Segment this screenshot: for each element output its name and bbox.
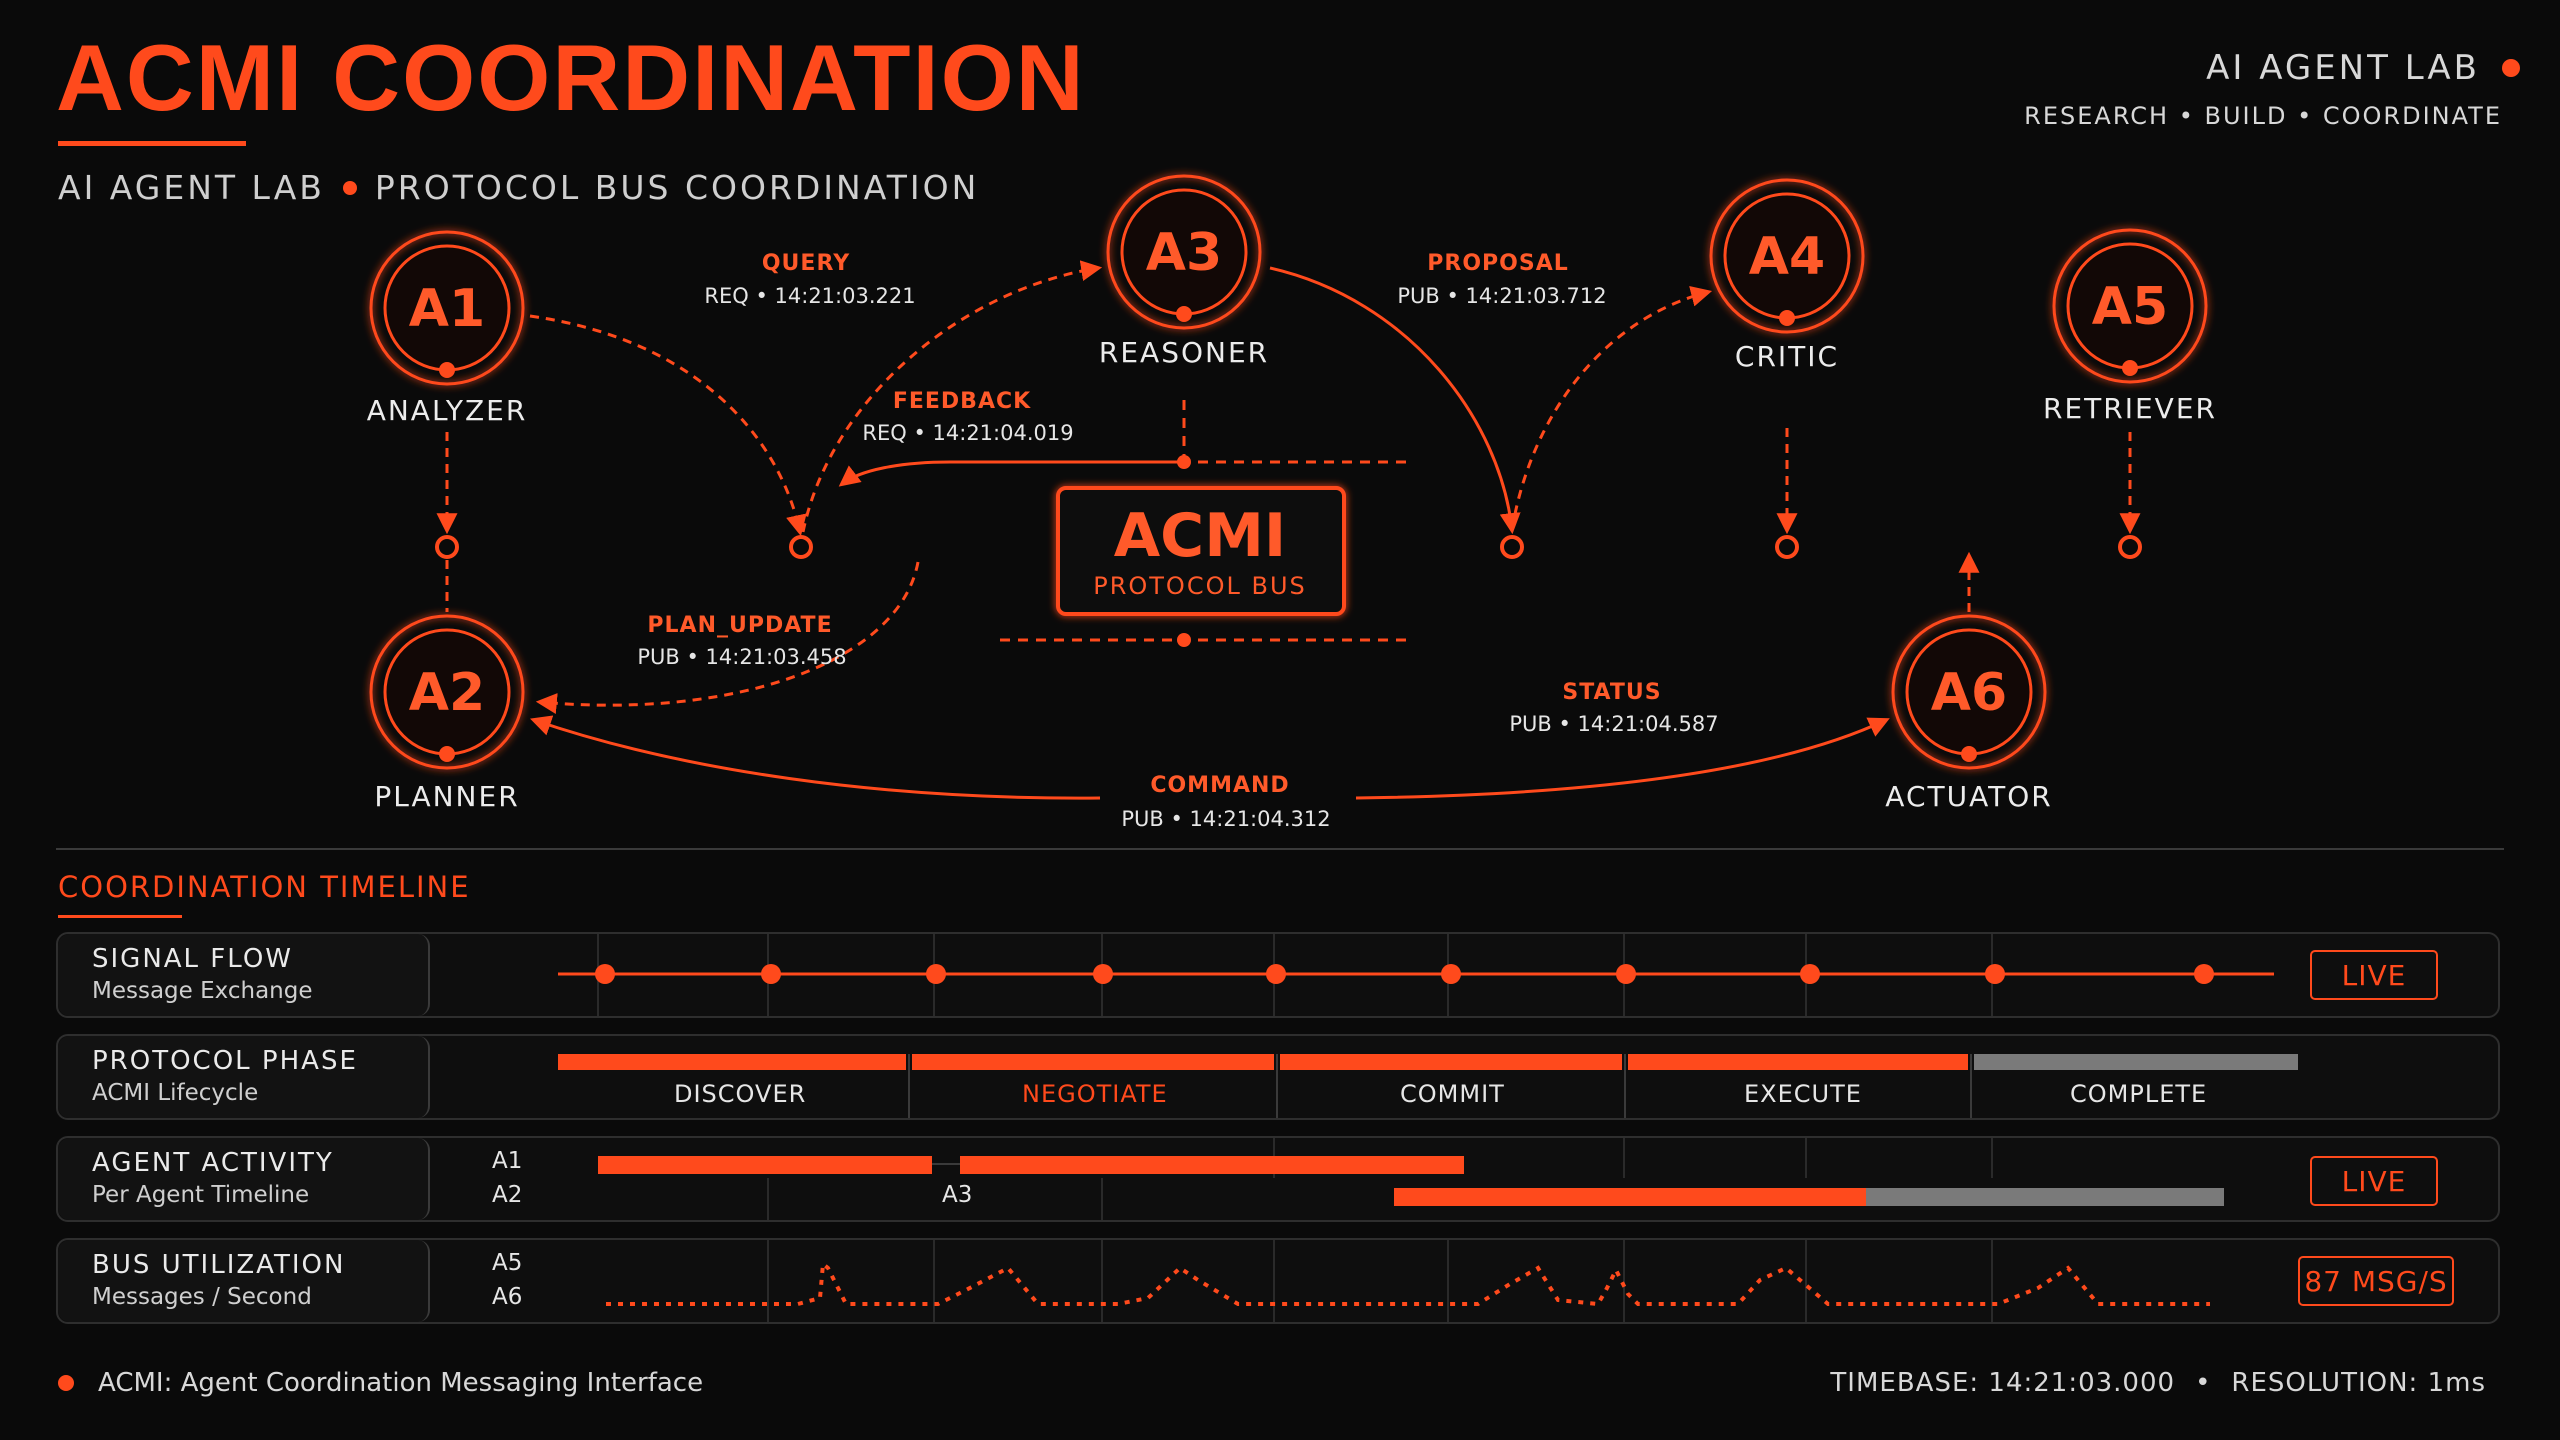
subtitle-left: AI AGENT LAB (58, 168, 325, 207)
msg-query-type: QUERY (762, 251, 850, 276)
agent-id-a6: A6 (1931, 663, 2007, 723)
row-name: BUS UTILIZATION (92, 1250, 346, 1280)
row-name: AGENT ACTIVITY (92, 1148, 334, 1178)
row-protocol-phase: PROTOCOL PHASE ACMI Lifecycle DISCOVER N… (56, 1034, 2500, 1120)
row-label-bus-utilization: BUS UTILIZATION Messages / Second (58, 1240, 430, 1322)
bus-box (1056, 486, 1346, 616)
bus-subtitle: PROTOCOL BUS (1093, 572, 1307, 600)
agent-id-a2: A2 (409, 663, 485, 723)
agent-id-a3: A3 (1146, 223, 1222, 283)
agent-name-a4: CRITIC (1735, 340, 1839, 373)
msg-feedback-detail: REQ • 14:21:04.019 (862, 421, 1073, 445)
protocol-phase-track (558, 1054, 2298, 1118)
rate-badge: 87 MSG/S (2298, 1256, 2454, 1306)
phase-labels: DISCOVER NEGOTIATE COMMIT EXECUTE COMPLE… (58, 1080, 2498, 1110)
row-name: PROTOCOL PHASE (92, 1046, 358, 1076)
msg-status-type: STATUS (1562, 680, 1661, 705)
bullet-dot-icon (342, 180, 357, 195)
row-signal-flow: SIGNAL FLOW Message Exchange LIVE (56, 932, 2500, 1018)
row-desc: Per Agent Timeline (92, 1182, 310, 1208)
phase-complete: COMPLETE (2070, 1080, 2208, 1108)
brand-dot-icon (2502, 59, 2520, 77)
util-label-a6: A6 (492, 1284, 523, 1310)
brand: AI AGENT LAB (2206, 48, 2520, 88)
brand-label: AI AGENT LAB (2206, 48, 2480, 88)
agent-A2[interactable]: A2 PLANNER (369, 614, 525, 813)
agent-connectors (436, 428, 2141, 612)
row-bus-utilization: BUS UTILIZATION Messages / Second A5 A6 … (56, 1238, 2500, 1324)
agent-name-a3: REASONER (1099, 336, 1269, 369)
agent-A1[interactable]: A1 ANALYZER (367, 230, 528, 427)
subtitle: AI AGENT LAB PROTOCOL BUS COORDINATION (58, 168, 979, 207)
bus-junctions (435, 535, 2142, 559)
message-labels: QUERY REQ • 14:21:03.221 FEEDBACK REQ • … (637, 251, 1718, 831)
footer-meta: TIMEBASE: 14:21:03.000 • RESOLUTION: 1ms (1830, 1368, 2486, 1398)
phase-negotiate: NEGOTIATE (1022, 1080, 1168, 1108)
msg-command-type: COMMAND (1150, 773, 1289, 798)
timeline-title: COORDINATION TIMELINE (58, 870, 471, 904)
agent-id-a4: A4 (1749, 227, 1825, 287)
msg-plan-update-type: PLAN_UPDATE (647, 613, 832, 638)
agent-A6[interactable]: A6 ACTUATOR (1885, 614, 2052, 813)
live-badge: LIVE (2310, 1156, 2438, 1206)
bus-title: ACMI (1114, 501, 1287, 571)
msg-proposal-type: PROPOSAL (1427, 251, 1568, 276)
activity-label-a1: A1 (492, 1148, 523, 1174)
agent-id-a5: A5 (2092, 277, 2168, 337)
row-label-protocol-phase: PROTOCOL PHASE ACMI Lifecycle (58, 1036, 430, 1118)
section-divider (56, 848, 2504, 850)
row-name: SIGNAL FLOW (92, 944, 293, 974)
phase-execute: EXECUTE (1744, 1080, 1862, 1108)
footer-dot-icon (58, 1375, 74, 1391)
row-label-agent-activity: AGENT ACTIVITY Per Agent Timeline (58, 1138, 430, 1220)
page-title: ACMI COORDINATION (56, 25, 1086, 130)
footer-definition-text: ACMI: Agent Coordination Messaging Inter… (98, 1368, 704, 1398)
bus-dashes (1000, 400, 1410, 642)
row-desc: ACMI Lifecycle (92, 1080, 259, 1106)
footer-resolution: RESOLUTION: 1ms (2231, 1368, 2486, 1398)
activity-label-a3: A3 (942, 1182, 973, 1208)
agent-activity-track (598, 1138, 2224, 1220)
phase-discover: DISCOVER (674, 1080, 807, 1108)
signal-flow-track (558, 934, 2274, 1016)
agent-name-a6: ACTUATOR (1885, 780, 2052, 813)
row-desc: Messages / Second (92, 1284, 312, 1310)
msg-status-detail: PUB • 14:21:04.587 (1509, 712, 1718, 736)
msg-command-detail: PUB • 14:21:04.312 (1121, 807, 1330, 831)
agent-name-a1: ANALYZER (367, 394, 528, 427)
footer-definition: ACMI: Agent Coordination Messaging Inter… (58, 1368, 703, 1398)
agent-name-a2: PLANNER (374, 780, 519, 813)
msg-query-detail: REQ • 14:21:03.221 (704, 284, 915, 308)
msg-feedback-type: FEEDBACK (893, 389, 1031, 414)
msg-plan-update-detail: PUB • 14:21:03.458 (637, 645, 846, 669)
footer-timebase: TIMEBASE: 14:21:03.000 (1830, 1368, 2176, 1398)
agent-id-a1: A1 (409, 279, 485, 339)
agent-A5[interactable]: A5 RETRIEVER (2043, 228, 2217, 425)
activity-label-a2: A2 (492, 1182, 523, 1208)
coordination-diagram: ACMI PROTOCOL BUS A1 ANALYZER (330, 174, 2232, 831)
subtitle-right: PROTOCOL BUS COORDINATION (374, 168, 980, 207)
tagline: RESEARCH • BUILD • COORDINATE (2024, 102, 2502, 130)
row-desc: Message Exchange (92, 978, 313, 1004)
title-underline (58, 141, 246, 146)
agent-A4[interactable]: A4 CRITIC (1709, 178, 1865, 373)
timeline-underline (58, 915, 182, 918)
message-curves (529, 260, 1890, 800)
agent-A3[interactable]: A3 REASONER (1099, 174, 1269, 369)
row-label-signal-flow: SIGNAL FLOW Message Exchange (58, 934, 430, 1016)
signal-events (595, 964, 2214, 984)
agent-name-a5: RETRIEVER (2043, 392, 2217, 425)
row-agent-activity: AGENT ACTIVITY Per Agent Timeline A1 A2 … (56, 1136, 2500, 1222)
footer-separator: • (2195, 1368, 2212, 1398)
msg-proposal-detail: PUB • 14:21:03.712 (1397, 284, 1606, 308)
util-label-a5: A5 (492, 1250, 523, 1276)
phase-commit: COMMIT (1400, 1080, 1505, 1108)
live-badge: LIVE (2310, 950, 2438, 1000)
bus-node-bottom (1177, 633, 1191, 647)
bus-utilization-track (606, 1240, 2210, 1322)
